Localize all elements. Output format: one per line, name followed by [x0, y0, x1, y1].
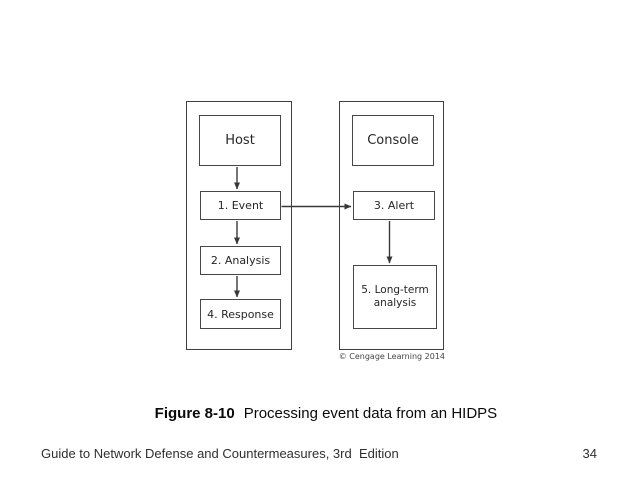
console-label: Console	[367, 133, 419, 148]
footer-page-number: 34	[582, 446, 597, 461]
slide-footer: Guide to Network Defense and Countermeas…	[41, 446, 597, 461]
alert-box: 3. Alert	[353, 191, 435, 220]
event-label: 1. Event	[217, 199, 264, 212]
figure-caption: Figure 8-10 Processing event data from an…	[138, 388, 498, 439]
figure-number: Figure 8-10	[154, 405, 235, 422]
analysis-box: 2. Analysis	[200, 246, 281, 275]
footer-book-title: Guide to Network Defense and Countermeas…	[41, 446, 399, 461]
response-label: 4. Response	[207, 307, 274, 321]
analysis-label: 2. Analysis	[210, 254, 271, 267]
host-label: Host	[225, 133, 255, 148]
alert-label: 3. Alert	[373, 199, 415, 212]
event-box: 1. Event	[200, 191, 281, 220]
host-box: Host	[199, 115, 281, 166]
longterm-analysis-label: 5. Long-term analysis	[361, 284, 429, 309]
figure-caption-text: Processing event data from an HIDPS	[243, 405, 498, 422]
cengage-credit: © Cengage Learning 2014	[338, 352, 445, 361]
response-box: 4. Response	[200, 299, 281, 329]
longterm-analysis-box: 5. Long-term analysis	[353, 265, 437, 329]
console-box: Console	[352, 115, 434, 166]
